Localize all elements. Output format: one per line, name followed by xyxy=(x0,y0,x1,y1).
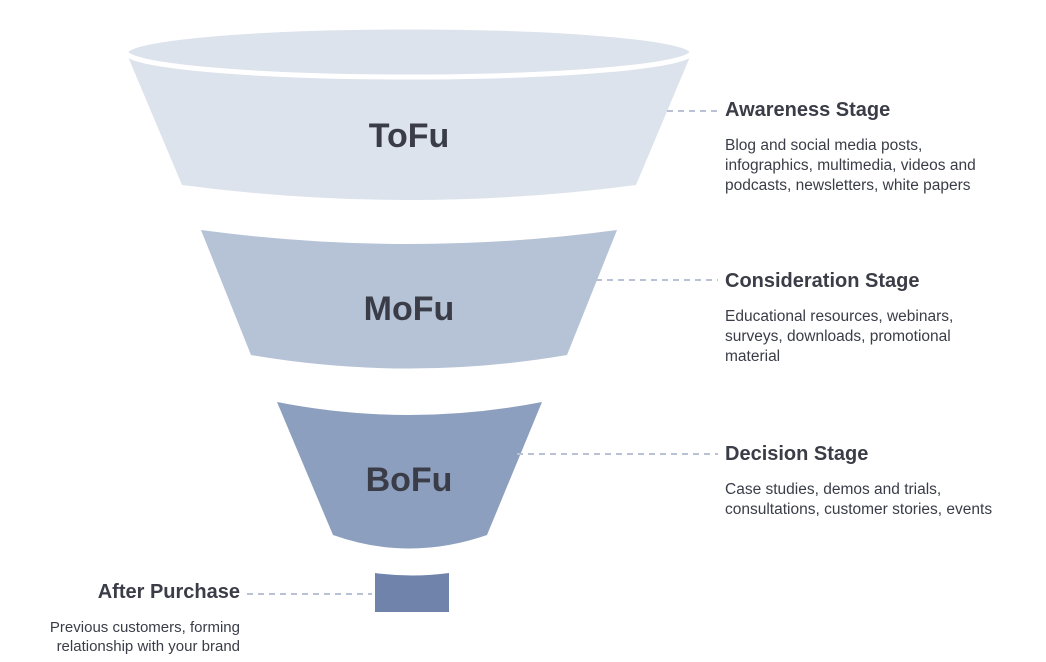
after-purchase-stem xyxy=(375,573,449,612)
tofu-top-rim xyxy=(123,24,695,80)
awareness-desc-line: infographics, multimedia, videos and xyxy=(725,157,976,174)
after-purchase-title: After Purchase xyxy=(97,581,240,603)
awareness-desc-line: podcasts, newsletters, white papers xyxy=(725,177,971,194)
after-purchase-desc-line: Previous customers, forming xyxy=(49,619,240,636)
decision-stage-block: Decision Stage Case studies, demos and t… xyxy=(725,443,1043,520)
after-purchase-block: After Purchase Previous customers, formi… xyxy=(10,581,240,656)
mofu-label: MoFu xyxy=(364,290,455,328)
decision-desc-line: consultations, customer stories, events xyxy=(725,501,993,518)
awareness-stage-description: Blog and social media posts, infographic… xyxy=(725,136,1025,196)
consideration-stage-title: Consideration Stage xyxy=(725,270,920,292)
decision-desc-line: Case studies, demos and trials, xyxy=(725,481,942,498)
awareness-stage-title: Awareness Stage xyxy=(725,99,891,121)
decision-stage-title: Decision Stage xyxy=(725,443,869,465)
consideration-desc-line: material xyxy=(725,348,781,365)
after-purchase-description: Previous customers, forming relationship… xyxy=(10,618,240,656)
awareness-desc-line: Blog and social media posts, xyxy=(725,137,923,154)
bofu-label: BoFu xyxy=(366,461,453,499)
tofu-label: ToFu xyxy=(369,117,450,155)
decision-stage-description: Case studies, demos and trials, consulta… xyxy=(725,480,1043,520)
consideration-desc-line: Educational resources, webinars, xyxy=(725,308,954,325)
consideration-stage-description: Educational resources, webinars, surveys… xyxy=(725,307,1025,367)
consideration-desc-line: surveys, downloads, promotional xyxy=(725,328,951,345)
after-purchase-desc-line: relationship with your brand xyxy=(56,638,240,655)
awareness-stage-block: Awareness Stage Blog and social media po… xyxy=(725,99,1025,196)
mofu-layer xyxy=(201,230,617,369)
consideration-stage-block: Consideration Stage Educational resource… xyxy=(725,270,1025,367)
tofu-layer xyxy=(126,52,692,200)
bofu-layer xyxy=(277,402,542,549)
